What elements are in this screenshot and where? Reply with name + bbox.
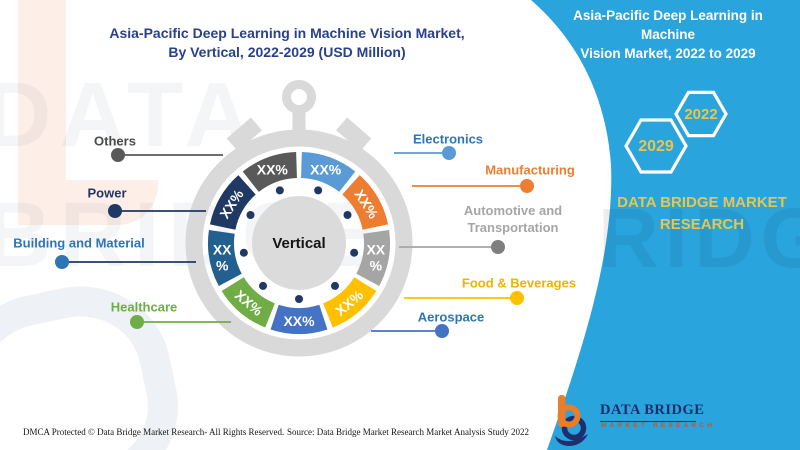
callout-dot-healthcare [130,315,144,329]
ring-dot [330,281,339,290]
segment-manufacturing [342,175,389,230]
ring-dot [314,186,323,195]
callout-label-manufacturing: Manufacturing [485,162,575,178]
stopwatch-outer-ring [185,129,413,357]
left-chart-title: Asia-Pacific Deep Learning in Machine Vi… [55,24,519,62]
hexagon-year-2022: 2022 [684,106,717,123]
callout-dot-manufacturing [520,179,534,193]
brand-line2: RESEARCH [659,216,745,233]
stopwatch-crown-stem [292,105,306,133]
segment-value-aerospace: XX% [283,313,315,329]
ring-dot [295,295,303,303]
callout-dot-automotive-and-transportation [491,240,505,254]
segment-value-others: XX% [257,162,289,178]
ring-dot [246,211,255,219]
year-hexagons: 2029 2022 [624,90,728,174]
right-title-line1: Asia-Pacific Deep Learning in Machine [573,8,763,42]
stopwatch-right-button [336,117,372,152]
hexagon-2029 [624,118,688,174]
donut-center-circle [252,196,346,290]
segment-value-automotive-and-transportation: XX% [366,242,385,274]
callout-dot-building-and-material [55,255,69,269]
callout-dot-others [111,148,125,162]
callout-label-aerospace: Aerospace [417,309,485,325]
hexagon-2022 [674,90,728,138]
logo-subtitle: MARKET RESEARCH [601,422,716,429]
data-bridge-logo-icon [555,395,588,446]
ring-dot [343,211,352,219]
segment-value-building-and-material: XX% [213,242,232,274]
right-panel-title: Asia-Pacific Deep Learning in Machine Vi… [545,6,791,63]
ring-dot [259,281,268,290]
segment-others [242,152,297,192]
footer-source-text: Source: Data Bridge Market Research Mark… [287,427,529,437]
ring-dot [275,186,284,195]
segment-power [209,175,256,230]
callout-label-others: Others [94,133,136,149]
watermark-peach-shape-2 [18,180,158,225]
callout-label-food-beverages: Food & Beverages [461,275,577,291]
callout-dot-aerospace [435,324,449,338]
logo-wordmark: DATA BRIDGE [600,402,704,422]
left-title-line1: Asia-Pacific Deep Learning in Machine Vi… [109,25,465,41]
callout-label-building-and-material: Building and Material [13,235,145,251]
stopwatch-left-button [226,117,262,152]
donut-center-label: Vertical [272,235,325,252]
callout-dot-food-beverages [510,291,524,305]
callout-label-healthcare: Healthcare [110,299,178,315]
right-title-line2: Vision Market, 2022 to 2029 [580,46,756,61]
brand-text: DATA BRIDGE MARKET RESEARCH [602,192,800,236]
segment-aerospace [270,304,328,334]
left-title-line2: By Vertical, 2022-2029 (USD Million) [168,44,406,60]
callout-dot-power [108,204,122,218]
segment-electronics [301,152,356,192]
brand-line1: DATA BRIDGE MARKET [617,194,787,211]
segment-building-and-material [208,230,242,287]
segment-food-beverages [323,277,377,328]
ring-dot [239,248,248,257]
callout-dot-electronics [442,146,456,160]
hexagon-year-2029: 2029 [638,138,674,155]
callout-label-power: Power [87,185,127,201]
callout-label-electronics: Electronics [412,131,484,147]
segment-automotive-and-transportation [356,230,391,287]
segment-healthcare [221,277,275,328]
ring-dot [350,248,359,257]
segment-value-electronics: XX% [310,162,342,178]
footer-dmca-text: DMCA Protected © Data Bridge Market Rese… [23,427,285,437]
